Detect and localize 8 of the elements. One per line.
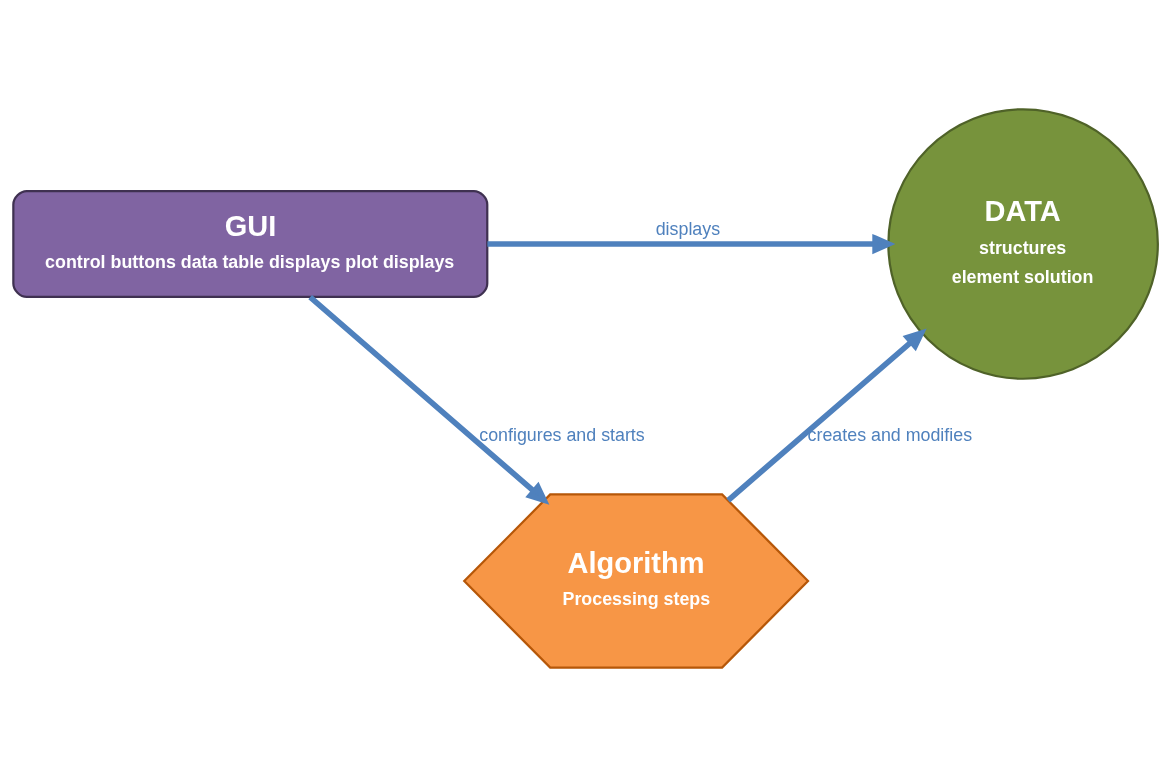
arrow [487,233,896,254]
edge-label: creates and modifies [807,424,973,445]
arrow [726,328,927,502]
edge-label: displays [655,218,721,239]
node-circle: DATA structures element solution [887,107,1159,380]
edge-label: configures and starts [479,424,645,445]
node-box: GUI control buttons data table displays plot displays [12,189,489,298]
arrow [308,294,550,505]
